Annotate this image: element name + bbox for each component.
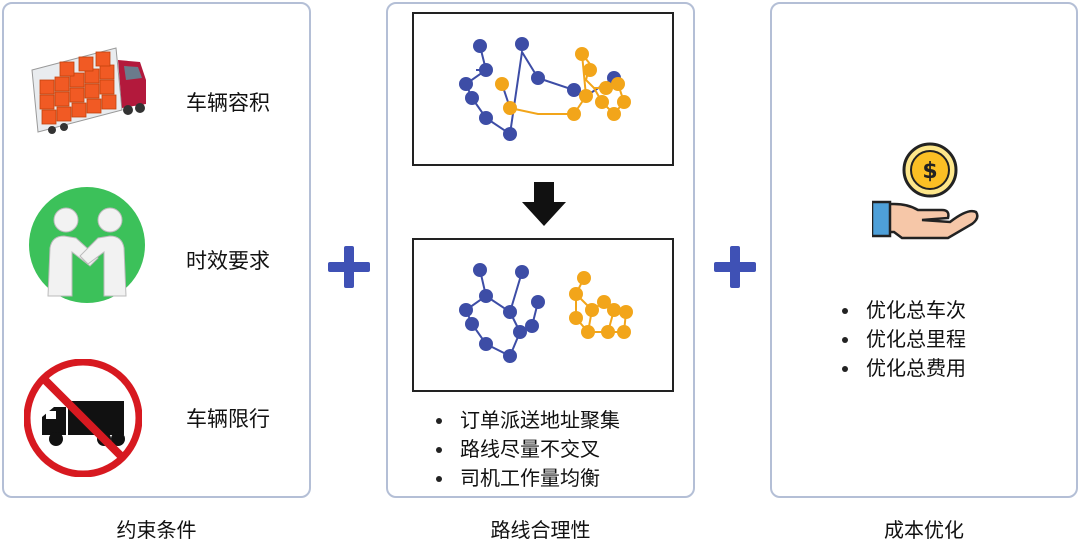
svg-text:$: $: [922, 159, 937, 184]
route-caption: 路线合理性: [490, 518, 591, 542]
cost-bullet-list: 优化总车次 优化总里程 优化总费用: [838, 296, 966, 383]
route-bullet: 司机工作量均衡: [432, 464, 620, 493]
truck-cargo-icon: [24, 40, 149, 135]
route-after-graph: [412, 238, 674, 392]
plus-icon: [714, 246, 756, 288]
cost-bullet: 优化总费用: [838, 354, 966, 383]
constraint-label-time: 时效要求: [186, 249, 270, 273]
constraints-panel: 车辆容积 时效要求 车辆限行: [2, 2, 311, 498]
route-bullet-list: 订单派送地址聚集 路线尽量不交叉 司机工作量均衡: [432, 406, 620, 493]
handshake-icon: [28, 186, 146, 304]
cost-bullet: 优化总里程: [838, 325, 966, 354]
constraint-label-restriction: 车辆限行: [186, 407, 270, 431]
constraints-caption: 约束条件: [116, 518, 197, 542]
money-hand-icon: $: [870, 140, 982, 244]
cost-caption: 成本优化: [884, 518, 964, 542]
route-before-graph: [412, 12, 674, 166]
plus-icon: [328, 246, 370, 288]
constraint-label-volume: 车辆容积: [186, 91, 270, 115]
cost-bullet: 优化总车次: [838, 296, 966, 325]
route-bullet: 订单派送地址聚集: [432, 406, 620, 435]
no-trucks-icon: [23, 358, 143, 478]
route-bullet: 路线尽量不交叉: [432, 435, 620, 464]
cost-panel: $ 优化总车次 优化总里程 优化总费用: [770, 2, 1078, 498]
route-panel: 订单派送地址聚集 路线尽量不交叉 司机工作量均衡: [386, 2, 695, 498]
down-arrow-icon: [522, 182, 566, 226]
